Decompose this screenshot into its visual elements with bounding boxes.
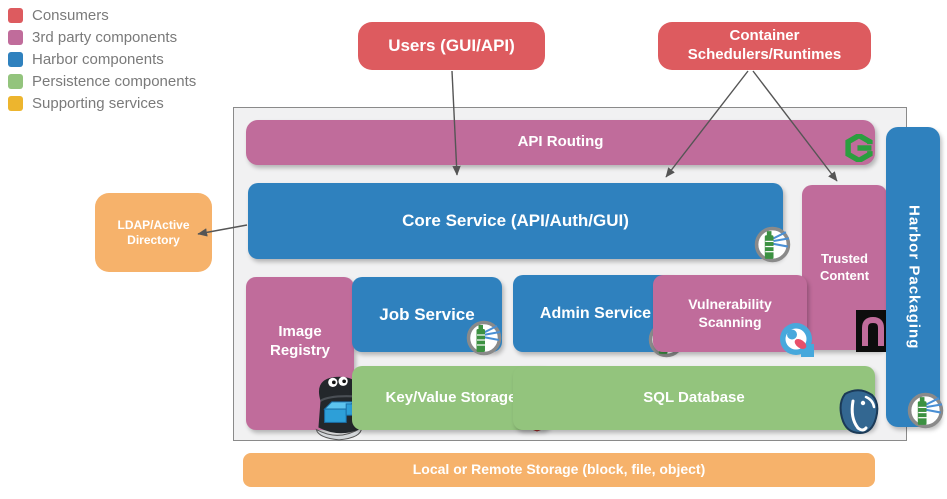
- legend-label: Persistence components: [32, 73, 197, 90]
- legend-label: 3rd party components: [32, 29, 178, 46]
- sql-database-label: SQL Database: [643, 388, 745, 406]
- api-router-g-hexagon-icon: [845, 134, 873, 162]
- ldap-node: LDAP/Active Directory: [95, 193, 212, 272]
- job-service-node: Job Service: [352, 277, 502, 356]
- notary-icon: [856, 310, 890, 352]
- legend-item-harbor: Harbor components: [8, 51, 196, 68]
- legend-label: Harbor components: [32, 51, 164, 68]
- legend-item-supporting: Supporting services: [8, 95, 196, 112]
- clair-icon: [777, 320, 817, 360]
- image-registry-node: Image Registry: [246, 277, 364, 441]
- vulnerability-scanning-label: Vulnerability Scanning: [688, 296, 772, 330]
- local-remote-storage-label: Local or Remote Storage (block, file, ob…: [412, 461, 706, 478]
- core-service-node: Core Service (API/Auth/GUI): [248, 183, 791, 263]
- sql-database-node: SQL Database: [513, 366, 879, 435]
- image-registry-label: Image Registry: [269, 322, 331, 359]
- key-value-storage-label: Key/Value Storage: [385, 388, 517, 406]
- core-service-label: Core Service (API/Auth/GUI): [402, 211, 629, 231]
- api-routing-label: API Routing: [517, 133, 604, 151]
- users-label: Users (GUI/API): [388, 36, 515, 56]
- postgresql-icon: [836, 388, 882, 436]
- third-party-swatch-icon: [8, 30, 23, 45]
- legend-item-persistence: Persistence components: [8, 73, 197, 90]
- container-schedulers-label: Container Schedulers/Runtimes: [687, 27, 842, 63]
- harbor-packaging-label: Harbor Packaging: [905, 204, 923, 350]
- container-schedulers-node: Container Schedulers/Runtimes: [658, 22, 871, 70]
- harbor-packaging-node: Harbor Packaging: [886, 127, 944, 429]
- users-node: Users (GUI/API): [358, 22, 545, 70]
- job-service-label: Job Service: [379, 304, 475, 324]
- api-routing-node: API Routing: [246, 120, 875, 165]
- supporting-swatch-icon: [8, 96, 23, 111]
- harbor-logo-icon: [754, 226, 791, 263]
- harbor-logo-icon: [907, 392, 944, 429]
- legend-item-3rd-party: 3rd party components: [8, 29, 196, 46]
- ldap-label: LDAP/Active Directory: [117, 217, 190, 247]
- persistence-swatch-icon: [8, 74, 23, 89]
- legend-item-consumers: Consumers: [8, 7, 196, 24]
- harbor-logo-icon: [466, 320, 502, 356]
- consumers-swatch-icon: [8, 8, 23, 23]
- harbor-swatch-icon: [8, 52, 23, 67]
- local-remote-storage-node: Local or Remote Storage (block, file, ob…: [243, 453, 875, 487]
- trusted-content-label: Trusted Content: [819, 251, 870, 283]
- trusted-content-node: Trusted Content: [802, 185, 890, 352]
- vulnerability-scanning-node: Vulnerability Scanning: [653, 275, 814, 357]
- legend-label: Consumers: [32, 7, 109, 24]
- legend-label: Supporting services: [32, 95, 164, 112]
- legend: Consumers 3rd party components Harbor co…: [8, 7, 197, 112]
- admin-service-node: Admin Service: [513, 275, 685, 358]
- admin-service-label: Admin Service: [539, 304, 652, 322]
